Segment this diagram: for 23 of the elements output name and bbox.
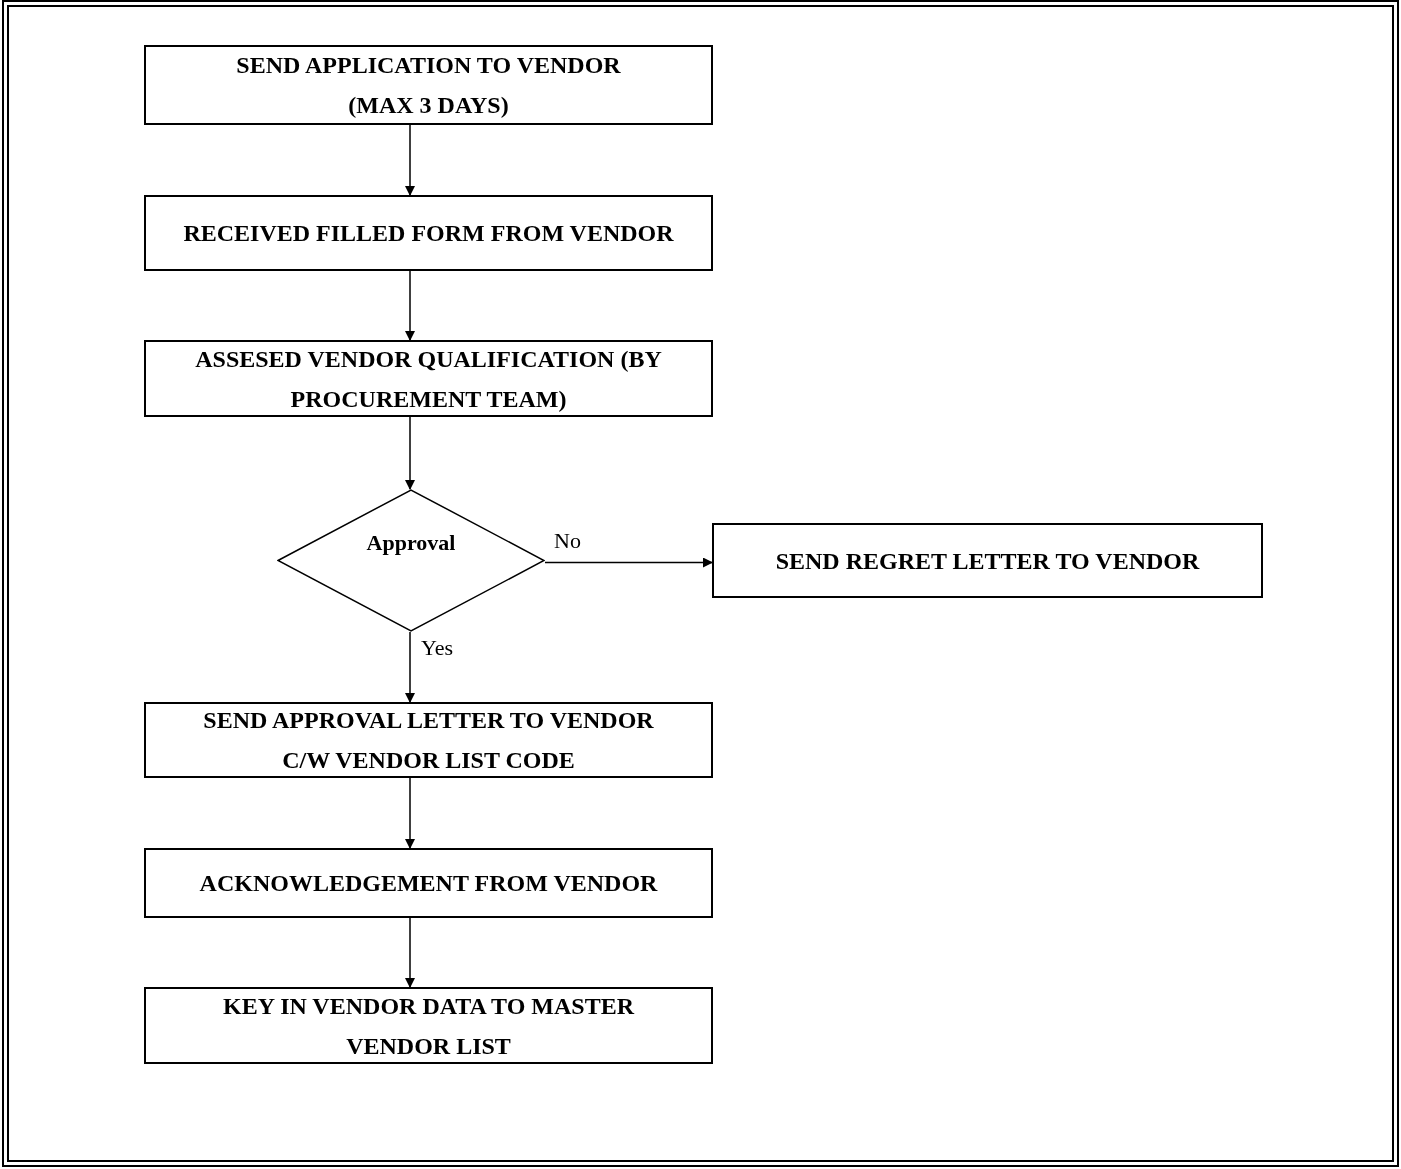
step-label: RECEIVED FILLED FORM FROM VENDOR [183, 219, 674, 248]
process-box [144, 848, 713, 918]
process-box [712, 523, 1263, 598]
step-label: ACKNOWLEDGEMENT FROM VENDOR [199, 869, 658, 898]
step-label: ASSESED VENDOR QUALIFICATION (BY PROCUREMENT TEAM) [194, 344, 663, 414]
decision-label: Approval [366, 528, 456, 557]
step-label: SEND APPLICATION TO VENDOR (MAX 3 DAYS) [235, 51, 622, 120]
process-box [144, 702, 713, 778]
process-box [144, 195, 713, 271]
process-box [144, 987, 713, 1064]
arrow [405, 416, 415, 490]
process-box [144, 340, 713, 417]
arrow [405, 124, 415, 196]
arrow [544, 557, 713, 568]
process-box [144, 45, 713, 125]
arrow [405, 777, 415, 849]
step-label: KEY IN VENDOR DATA TO MASTER VENDOR LIST [222, 991, 636, 1061]
arrow [405, 270, 415, 341]
step-label: SEND REGRET LETTER TO VENDOR [775, 546, 1200, 576]
arrow [405, 631, 415, 703]
decision-diamond [277, 489, 545, 632]
step-label: SEND APPROVAL LETTER TO VENDOR C/W VENDOR LIST CODE [202, 706, 655, 775]
arrow [405, 917, 415, 988]
